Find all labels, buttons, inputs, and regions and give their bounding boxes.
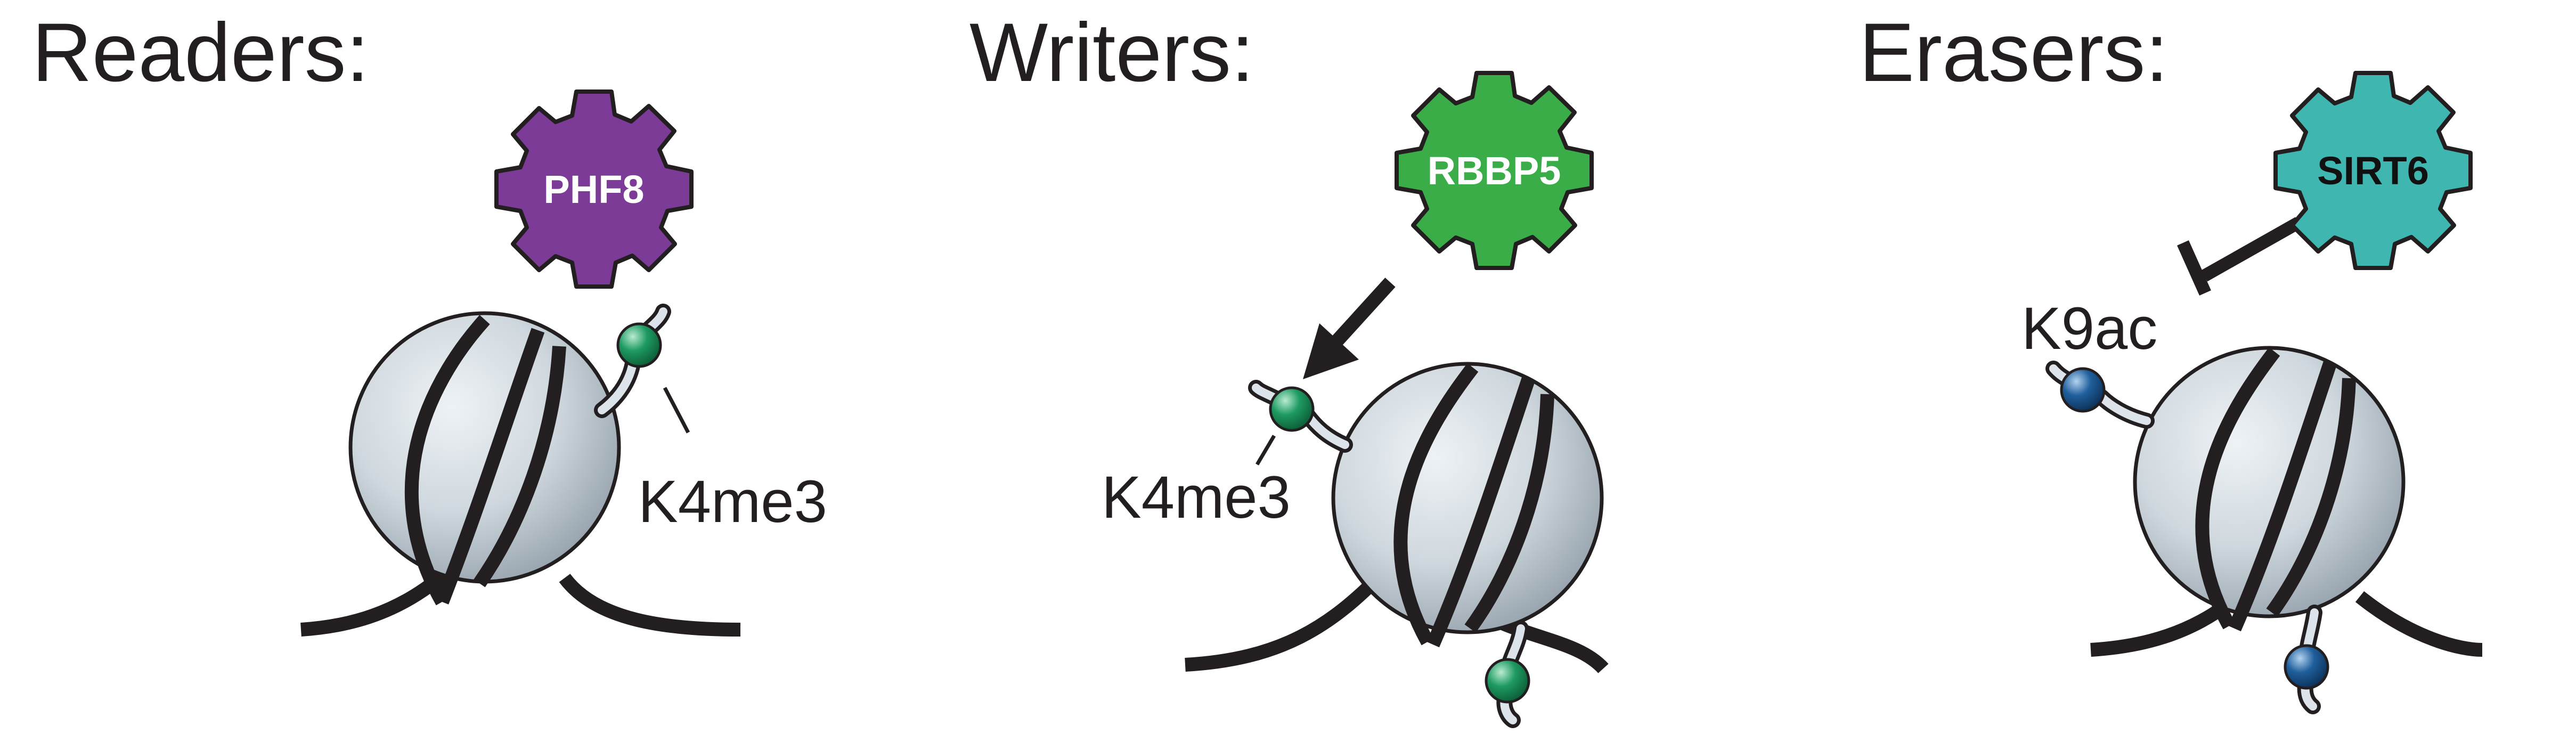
nucleosome-icon	[300, 311, 741, 637]
label-leader-line	[663, 387, 690, 434]
mark-label: K4me3	[638, 468, 827, 535]
nucleosome-icon	[2090, 346, 2483, 657]
writes-arrow-icon	[1303, 278, 1396, 379]
k4me3-bead-icon	[1269, 386, 1315, 432]
histone-tail-upper	[2045, 361, 2155, 429]
k4me3-bead-icon	[1485, 658, 1530, 704]
panel-title: Erasers:	[1859, 6, 2169, 99]
mark-label: K9ac	[2021, 295, 2157, 362]
nucleosome-icon	[1185, 362, 1609, 674]
rbbp5-gear-icon: RBBP5	[1395, 71, 1594, 270]
enzyme-label: RBBP5	[1428, 149, 1561, 193]
phf8-gear-icon: PHF8	[494, 89, 694, 289]
sirt6-gear-icon: SIRT6	[2273, 71, 2473, 270]
k9ac-bead-icon	[2060, 367, 2106, 413]
label-leader-line	[1255, 435, 1276, 466]
histone-tail-lower	[1485, 621, 1530, 728]
histone-tail-upper	[1248, 380, 1353, 453]
panel-writers: Writers: K4me3	[969, 6, 1609, 728]
enzyme-label: PHF8	[543, 167, 644, 211]
panel-readers: Readers: K4me3 PHF8	[32, 6, 827, 637]
panel-title: Readers:	[32, 6, 369, 99]
enzyme-label: SIRT6	[2317, 149, 2429, 193]
k4me3-bead-icon	[616, 322, 662, 368]
mark-label: K4me3	[1102, 464, 1291, 531]
panel-title: Writers:	[969, 6, 1254, 99]
histone-tail	[594, 304, 671, 418]
k9ac-bead-icon	[2284, 644, 2329, 690]
panel-erasers: Erasers: K9ac	[1859, 6, 2483, 714]
histone-tail-lower	[2284, 605, 2329, 714]
inhibition-bar-icon	[2177, 217, 2302, 296]
